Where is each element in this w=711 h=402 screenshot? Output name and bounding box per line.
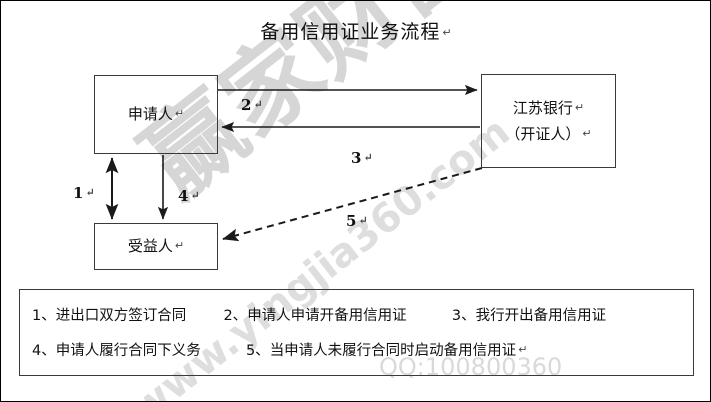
node-applicant[interactable]: 申请人↵ <box>94 75 218 154</box>
legend-item-2: 2、申请人申请开备用信用证 <box>223 308 407 324</box>
legend-item-3: 3、我行开出备用信用证 <box>451 308 607 324</box>
legend-item-5: 5、当申请人未履行合同时启动备用信用证 <box>245 343 517 359</box>
node-bank-label-line2: （开证人）↵ <box>505 125 592 143</box>
node-beneficiary[interactable]: 受益人↵ <box>94 223 218 270</box>
arrow-label-3: 3↵ <box>351 149 373 167</box>
node-bank-label-line1: 江苏银行↵ <box>512 98 585 117</box>
arrow-label-4: 4↵ <box>178 187 200 205</box>
arrow-label-5: 5↵ <box>346 212 368 230</box>
page-title-text: 备用信用证业务流程 <box>260 21 441 43</box>
return-mark-icon: ↵ <box>442 26 453 39</box>
node-beneficiary-label: 受益人↵ <box>127 237 185 256</box>
return-mark-icon: ↵ <box>574 100 585 114</box>
return-mark-icon: ↵ <box>174 239 185 253</box>
node-bank[interactable]: 江苏银行↵ （开证人）↵ <box>481 74 616 168</box>
legend-item-4: 4、申请人履行合同下义务 <box>32 343 201 359</box>
return-mark-icon: ↵ <box>582 127 592 140</box>
arrow-5-line <box>222 167 483 242</box>
legend-box: 1、进出口双方签订合同 2、申请人申请开备用信用证 3、我行开出备用信用证 4、… <box>19 289 694 376</box>
legend-item-1: 1、进出口双方签订合同 <box>32 308 187 324</box>
return-mark-icon: ↵ <box>174 107 185 121</box>
arrow-label-2: 2↵ <box>241 96 263 114</box>
page-title: 备用信用证业务流程↵ <box>1 17 710 44</box>
return-mark-icon: ↵ <box>518 343 528 356</box>
legend-row: 1、进出口双方签订合同 2、申请人申请开备用信用证 3、我行开出备用信用证 <box>32 304 683 325</box>
node-applicant-label: 申请人↵ <box>127 105 185 124</box>
arrow-label-1: 1↵ <box>73 184 95 202</box>
legend-row: 4、申请人履行合同下义务 5、当申请人未履行合同时启动备用信用证↵ <box>32 339 683 360</box>
